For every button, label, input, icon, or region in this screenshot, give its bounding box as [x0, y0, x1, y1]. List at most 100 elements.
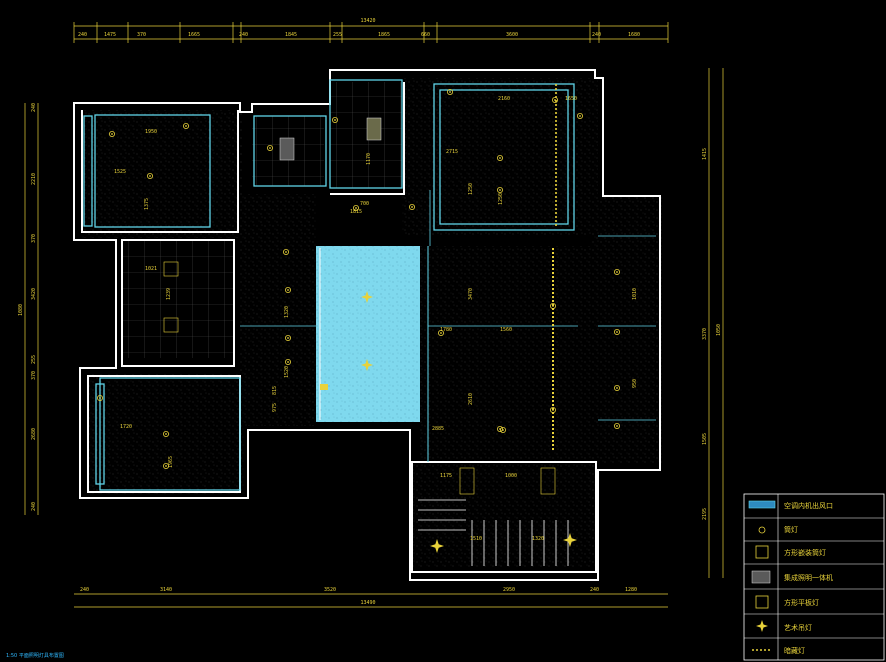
downlight-icon	[284, 286, 291, 293]
downlight-icon	[577, 113, 584, 120]
bedroom-2-wall	[87, 375, 241, 493]
bedroom-1-curtain-box	[83, 115, 93, 227]
downlight-center-dot	[99, 397, 101, 399]
right-overall-dimension: 1050	[716, 324, 722, 336]
downlight-icon	[614, 268, 621, 275]
dim-master-width: 2715	[446, 149, 458, 155]
left-segment-6: 370	[31, 371, 37, 380]
downlight-icon	[352, 204, 359, 211]
bathroom-2-wall	[330, 82, 405, 195]
dim-living-right: 1560	[500, 327, 512, 333]
right-segment-2: 3370	[702, 328, 708, 340]
dim-balcony-2: 1010	[632, 288, 638, 300]
downlight-icon	[284, 358, 291, 365]
bedroom-1-floor	[82, 110, 242, 238]
top-segment-11: 240	[592, 32, 601, 38]
downlight-icon	[331, 117, 338, 124]
dim-bedroom-1-width: 1950	[145, 129, 157, 135]
left-segment-5: 255	[31, 355, 37, 364]
stair-area-floor	[412, 462, 596, 568]
chandelier-1-icon	[361, 291, 373, 303]
top-segment-3: 370	[137, 32, 146, 38]
downlight-center-dot	[579, 115, 581, 117]
left-dimension-chain: 1080 240 2210 370 3420 255 370 2680 240	[18, 103, 39, 515]
dim-living-bottom: 2885	[432, 426, 444, 432]
downlight-icon	[146, 172, 153, 179]
downlight-center-dot	[552, 305, 554, 307]
drawing-footer-note: 1:50 平面照明灯具布置图	[6, 652, 64, 659]
left-segment-4: 3420	[31, 288, 37, 300]
right-segment-1: 1415	[702, 148, 708, 160]
recessed-spotlight-2-icon	[540, 467, 556, 495]
dim-living-left: 1780	[440, 327, 452, 333]
bath-heater-1-icon	[279, 137, 295, 161]
dim-master-side: 1650	[565, 96, 577, 102]
dim-bedroom-2-depth: 1965	[168, 456, 174, 468]
top-segment-5: 240	[239, 32, 248, 38]
downlight-center-dot	[165, 433, 167, 435]
chandelier-4-icon	[563, 533, 577, 547]
top-segment-12: 1680	[628, 32, 640, 38]
dim-stair-right: 1320	[532, 536, 544, 542]
bottom-segment-2: 3140	[160, 587, 172, 593]
downlight-icon	[408, 203, 415, 210]
bedroom-2-curtain-box	[95, 383, 105, 485]
downlight-icon	[496, 154, 503, 161]
recessed-spotlight-icon	[755, 545, 769, 559]
dim-hall-2: 700	[360, 201, 369, 207]
dim-master-depth: 1250	[498, 193, 504, 205]
top-segment-9: 660	[421, 32, 430, 38]
dim-bedroom-2-width: 1720	[120, 424, 132, 430]
top-segment-2: 1475	[104, 32, 116, 38]
downlight-center-dot	[502, 429, 504, 431]
bedroom-2-ceiling-line	[99, 377, 241, 491]
downlight-center-dot	[499, 157, 501, 159]
legend: 空调内机出风口 筒灯 方形嵌装筒灯 集成照明一体机 方形平板灯 艺术吊灯 暗藏灯	[743, 493, 885, 661]
downlight-icon	[614, 422, 621, 429]
top-segment-6: 1845	[285, 32, 297, 38]
stair-area-wall	[411, 461, 597, 573]
dim-master-top: 2160	[498, 96, 510, 102]
downlight-center-dot	[616, 425, 618, 427]
downlight-center-dot	[287, 289, 289, 291]
bath-heater-icon	[751, 570, 771, 584]
downlight-icon	[614, 384, 621, 391]
legend-label-4: 集成照明一体机	[784, 573, 833, 582]
downlight-center-dot	[499, 189, 501, 191]
kitchen-floor	[122, 240, 234, 358]
downlight-center-dot	[616, 387, 618, 389]
walls	[73, 69, 661, 581]
dim-living-lower: 2610	[468, 393, 474, 405]
downlight-icon	[109, 130, 116, 137]
legend-label-6: 艺术吊灯	[784, 623, 812, 632]
left-segment-2: 2210	[31, 173, 37, 185]
top-segment-8: 1865	[378, 32, 390, 38]
bottom-segment-3: 3520	[324, 587, 336, 593]
downlight-icon	[550, 302, 557, 309]
dim-bath-2: 1170	[366, 153, 372, 165]
legend-label-5: 方形平板灯	[784, 598, 819, 607]
dim-living-depth: 3470	[468, 288, 474, 300]
downlight-icon	[162, 430, 169, 437]
top-segment-4: 1665	[188, 32, 200, 38]
dim-corridor-1: 1320	[284, 306, 290, 318]
bottom-segment-1: 240	[80, 587, 89, 593]
downlight-icon	[446, 89, 453, 96]
bathroom-2-floor	[330, 82, 402, 188]
dining-room-floor	[316, 246, 420, 422]
air-conditioner-vent-icon	[748, 500, 776, 509]
dim-stair-mid: 1510	[470, 536, 482, 542]
bottom-segment-4: 2950	[503, 587, 515, 593]
room-dimension-labels: 1950 1525 1375 1021 1239 1170 2715 2160 …	[114, 96, 638, 542]
downlight-center-dot	[616, 271, 618, 273]
downlight-center-dot	[287, 337, 289, 339]
right-segment-3: 1505	[702, 433, 708, 445]
dim-hall: 1815	[350, 209, 362, 215]
downlight-center-dot	[449, 91, 451, 93]
bottom-segment-5: 240	[590, 587, 599, 593]
downlight-center-dot	[269, 147, 271, 149]
downlight-icon	[758, 526, 766, 534]
bottom-overall-dimension: 13490	[360, 600, 375, 606]
downlight-center-dot	[355, 207, 357, 209]
